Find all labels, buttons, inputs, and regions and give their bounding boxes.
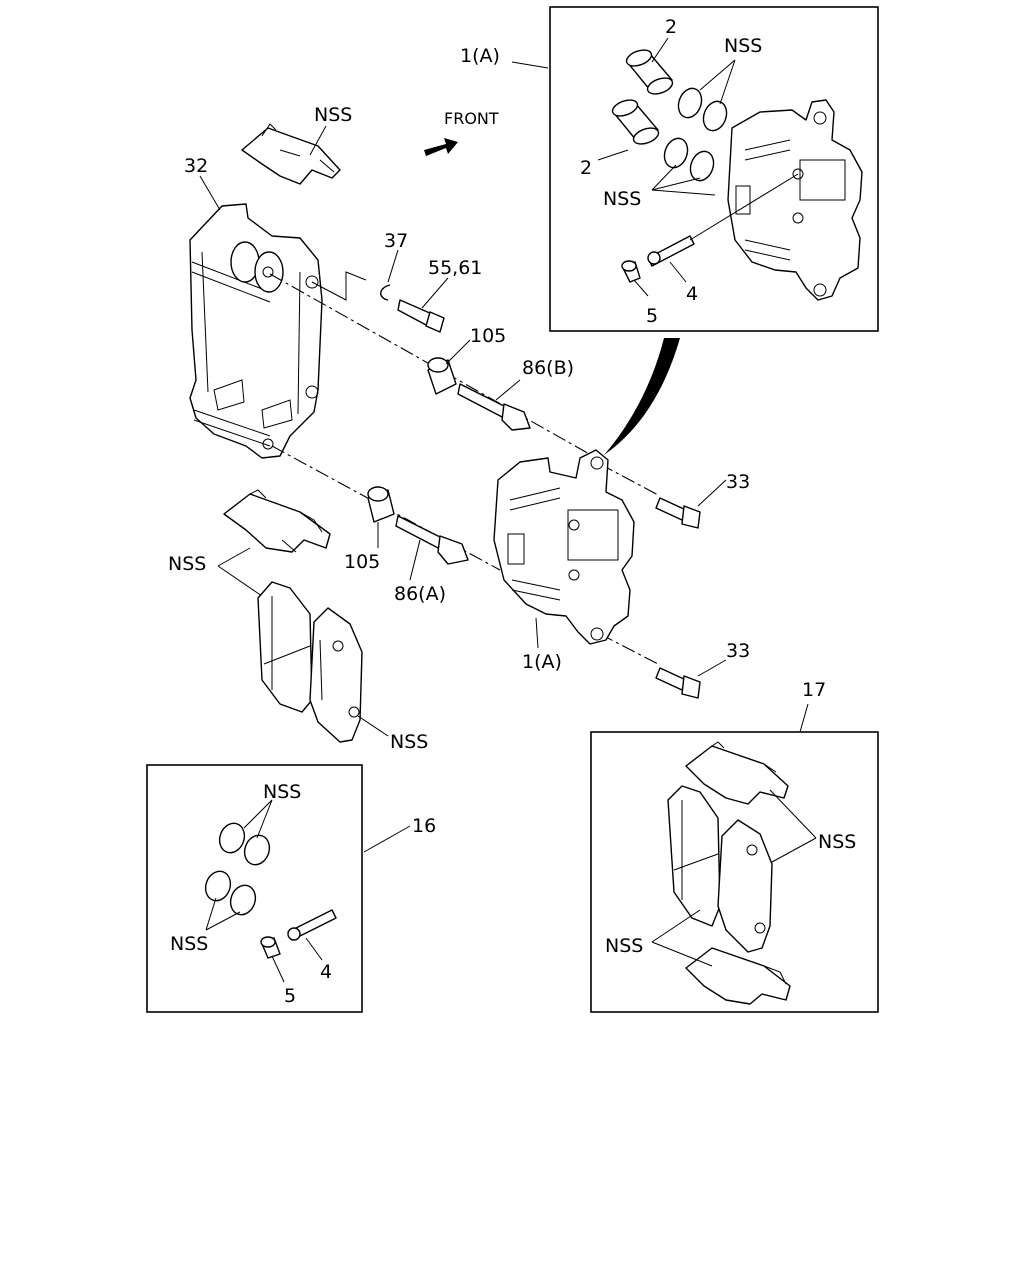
label-front: FRONT [444,109,499,128]
kit-16-box [146,764,363,1013]
label-1a-main: 1(A) [522,651,562,673]
label-nss-kit16-top: NSS [263,781,301,803]
kit16-bleeder-parts [260,909,337,959]
slide-pin-86a [395,515,469,565]
inset-pistons [611,49,674,145]
slide-pin-86b [457,383,531,431]
label-37: 37 [384,230,408,252]
brake-pad-inner [309,607,363,743]
label-2-top: 2 [665,16,677,38]
label-2-mid: 2 [580,157,592,179]
kit16-seal-rings [204,822,271,916]
label-33-top: 33 [726,471,750,493]
kit-17-box [590,731,879,1013]
bushing-105-top [427,357,457,395]
bushing-105-bottom [367,486,395,523]
label-nss-clip-top: NSS [314,104,352,126]
inset-bleeder-parts [621,235,695,283]
bolt-55-61 [397,299,445,333]
label-1a-inset: 1(A) [460,45,500,67]
brake-pad-outer [257,581,313,713]
label-105-bottom: 105 [344,551,380,573]
bolt-33-top [655,497,701,529]
label-33-bottom: 33 [726,640,750,662]
label-4-inset: 4 [686,283,698,305]
label-4-kit: 4 [320,961,332,983]
label-16: 16 [412,815,436,837]
front-arrow-icon [424,138,458,156]
label-nss-pad: NSS [390,731,428,753]
label-17: 17 [802,679,826,701]
caliper-assembly-main [493,449,635,645]
lower-pad-clip [223,489,331,553]
label-86a: 86(A) [394,583,446,605]
detail-callout-wedge [604,338,680,455]
inset-seal-rings [663,87,728,182]
inset-caliper-body [727,99,863,301]
kit17-pad-inner [717,819,773,953]
label-55-61: 55,61 [428,257,482,279]
label-nss-inset-bot: NSS [603,188,641,210]
label-105-top: 105 [470,325,506,347]
kit17-lower-clip [685,947,791,1005]
label-32: 32 [184,155,208,177]
label-5-inset: 5 [646,305,658,327]
top-pad-clip [241,123,341,185]
clip-ring-37 [380,284,391,301]
kit17-pad-outer [667,785,721,927]
inset-caliper-detail-box [549,6,879,332]
bolt-33-bottom [655,667,701,699]
kit17-upper-clip [685,741,789,805]
label-nss-kit16-bot: NSS [170,933,208,955]
label-nss-clip-left: NSS [168,553,206,575]
label-5-kit: 5 [284,985,296,1007]
caliper-bracket [189,203,323,459]
label-nss-kit17-left: NSS [605,935,643,957]
label-nss-kit17-right: NSS [818,831,856,853]
label-86b: 86(B) [522,357,574,379]
label-nss-inset-top: NSS [724,35,762,57]
